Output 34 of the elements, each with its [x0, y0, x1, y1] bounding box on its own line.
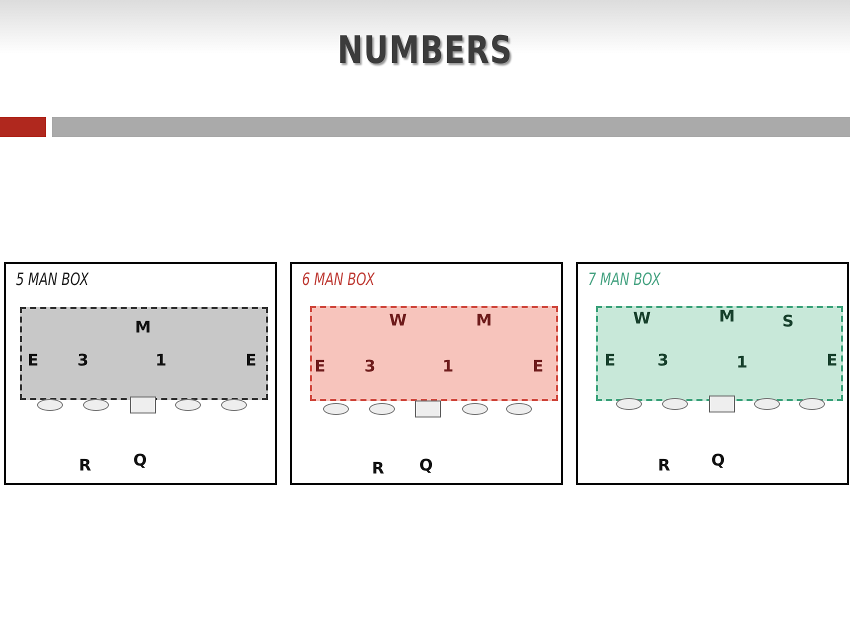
player-letter: E	[604, 350, 616, 370]
player-letter: M	[719, 306, 735, 326]
player-letter: R	[78, 456, 92, 474]
player-letter: E	[246, 350, 256, 370]
player-letter: E	[532, 356, 544, 376]
slide-title: NUMBERS	[336, 28, 514, 72]
player-letter: R	[658, 456, 670, 474]
player-letter: S	[782, 312, 794, 330]
player-letter: E	[28, 350, 38, 370]
dashed-zone	[596, 306, 843, 401]
dashed-zone	[20, 307, 268, 400]
player-letter: E	[826, 350, 838, 370]
formation-panel	[290, 262, 563, 485]
player-letter: 3	[77, 350, 89, 370]
formation-panel	[4, 262, 277, 485]
player-letter: M	[476, 310, 492, 330]
player-letter: Q	[133, 450, 147, 470]
player-letter: 1	[442, 356, 454, 376]
dashed-zone	[310, 306, 558, 401]
player-letter: R	[372, 458, 384, 478]
player-letter: 1	[736, 352, 748, 372]
player-letter: W	[389, 310, 407, 330]
player-letter: Q	[419, 456, 433, 474]
formation-panel	[576, 262, 849, 485]
panel-heading: 5 MAN BOX	[16, 270, 89, 290]
panel-heading: 6 MAN BOX	[302, 270, 375, 290]
player-letter: W	[633, 308, 651, 328]
player-letter: M	[135, 318, 151, 336]
player-letter: E	[314, 356, 326, 376]
player-letter: 3	[364, 356, 376, 376]
panel-heading: 7 MAN BOX	[588, 270, 661, 290]
player-letter: 1	[155, 350, 167, 370]
player-letter: 3	[657, 350, 669, 370]
player-letter: Q	[711, 450, 725, 470]
